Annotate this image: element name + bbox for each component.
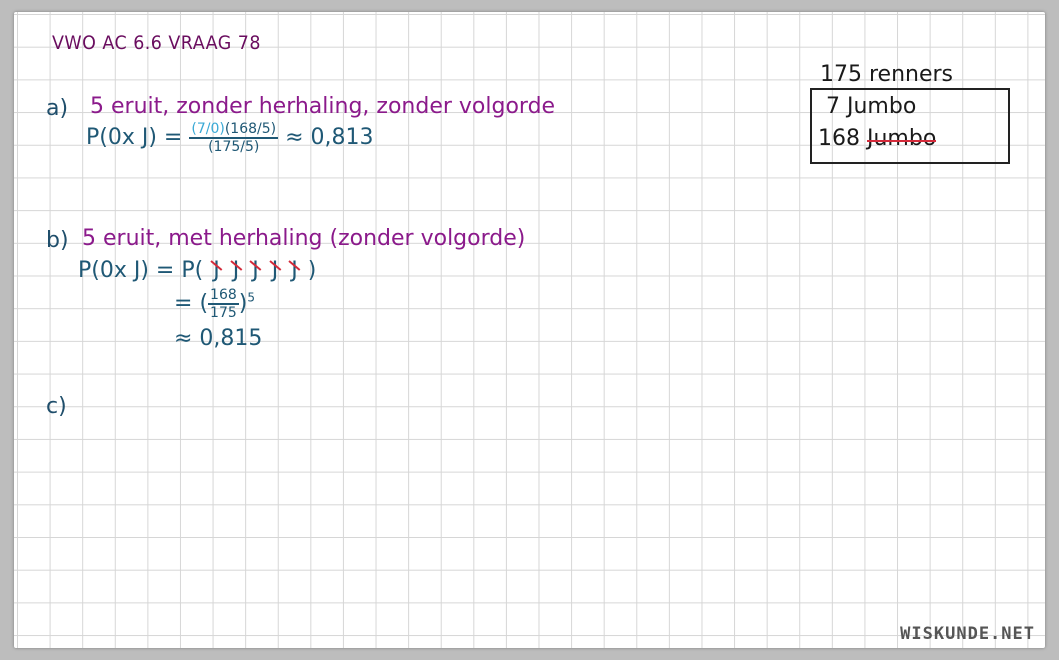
box-row-2: 168 Jumbo bbox=[818, 126, 936, 151]
part-a-heading: 5 eruit, zonder herhaling, zonder volgor… bbox=[90, 94, 556, 119]
part-b-line1: P(0x J) = P( J J J J J ) bbox=[78, 258, 316, 283]
crossed-j-1: J bbox=[213, 258, 220, 283]
riders-box: 7 Jumbo 168 Jumbo bbox=[810, 88, 1010, 164]
watermark-logo: WISKUNDE.NET bbox=[900, 624, 1035, 644]
box-row-1: 7 Jumbo bbox=[826, 94, 916, 119]
part-c-label: c) bbox=[46, 394, 67, 419]
crossed-j-4: J bbox=[271, 258, 279, 283]
part-a-den: (175/5) bbox=[208, 139, 260, 155]
page-title: VWO AC 6.6 VRAAG 78 bbox=[52, 32, 261, 54]
part-a-result: ≈ 0,813 bbox=[285, 125, 374, 150]
part-b-heading: 5 eruit, met herhaling (zonder volgorde) bbox=[82, 226, 526, 251]
part-a-num-right: (168/5) bbox=[224, 121, 277, 137]
part-b-equals: = bbox=[174, 291, 193, 316]
part-b-rhs: ) bbox=[307, 258, 317, 283]
part-b-line3: ≈ 0,815 bbox=[174, 326, 263, 351]
part-b-lhs: P(0x J) = P( bbox=[78, 258, 204, 283]
box-row-1-count: 7 bbox=[826, 94, 840, 119]
part-b-line2: = ( 168 175 )5 bbox=[174, 287, 255, 321]
crossed-j-5: J bbox=[291, 258, 298, 283]
grid-paper: VWO AC 6.6 VRAAG 78 a) 5 eruit, zonder h… bbox=[14, 12, 1045, 648]
part-a-fraction: (7/0)(168/5) (175/5) bbox=[189, 121, 279, 155]
part-a-num-left: (7/0) bbox=[191, 121, 225, 137]
part-b-label: b) bbox=[46, 228, 69, 253]
box-row-2-count: 168 bbox=[818, 126, 860, 151]
part-a-formula: P(0x J) = (7/0)(168/5) (175/5) ≈ 0,813 bbox=[86, 122, 374, 154]
part-b-num: 168 bbox=[208, 287, 239, 305]
box-caption: 175 renners bbox=[820, 62, 954, 87]
part-b-den: 175 bbox=[210, 305, 237, 321]
box-row-1-label: Jumbo bbox=[847, 94, 917, 119]
part-a-label: a) bbox=[46, 96, 69, 121]
part-b-fraction: 168 175 bbox=[208, 288, 239, 320]
part-b-exponent: 5 bbox=[247, 290, 255, 305]
box-row-2-label: Jumbo bbox=[867, 126, 937, 151]
crossed-j-2: J bbox=[232, 258, 240, 283]
part-a-lhs: P(0x J) = bbox=[86, 125, 183, 150]
crossed-j-3: J bbox=[252, 258, 259, 283]
